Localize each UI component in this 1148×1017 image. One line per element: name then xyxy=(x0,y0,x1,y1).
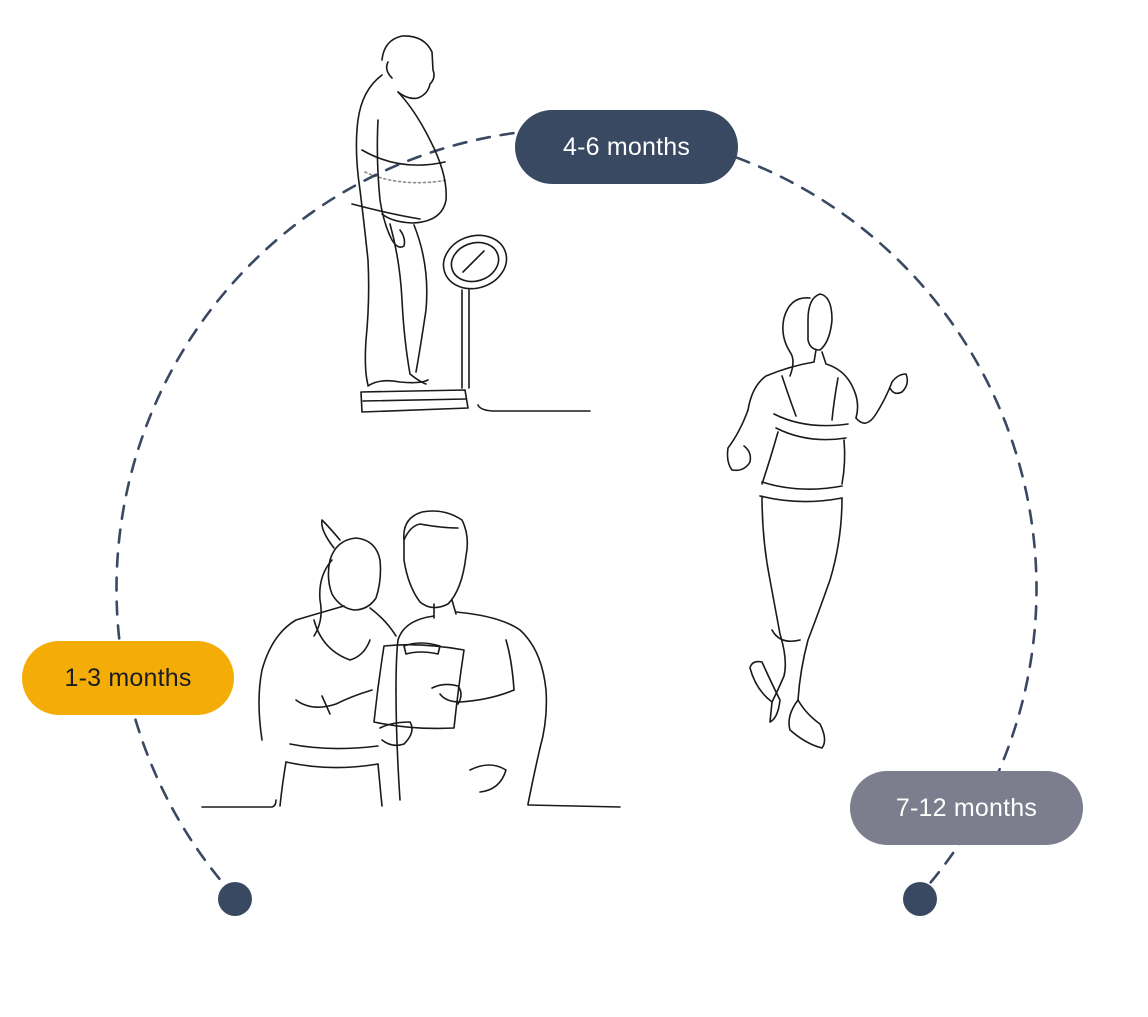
woman-running-illustration xyxy=(726,293,909,749)
stage-label-4-6-months: 4-6 months xyxy=(515,110,738,184)
man-on-scale-illustration xyxy=(351,35,591,413)
path-start-dot xyxy=(218,882,252,916)
stage-label-1-3-months: 1-3 months xyxy=(22,641,234,715)
trainer-client-illustration xyxy=(201,510,621,808)
path-end-dot xyxy=(903,882,937,916)
stage-label-7-12-months: 7-12 months xyxy=(850,771,1083,845)
